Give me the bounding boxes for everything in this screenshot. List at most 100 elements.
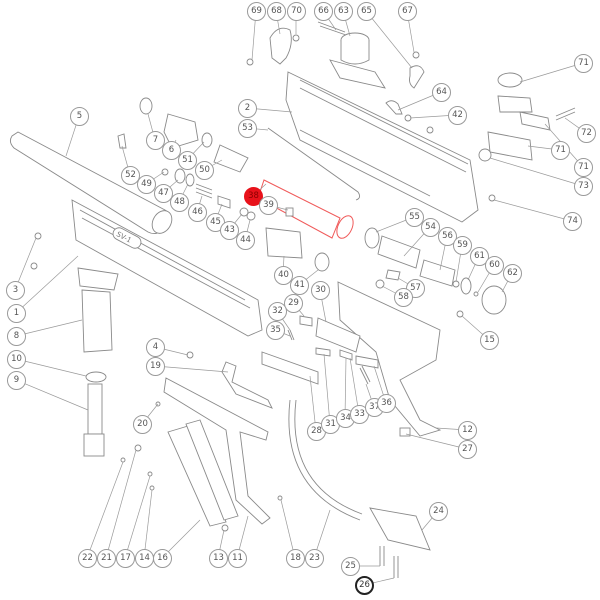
callout-42[interactable]: 42	[448, 106, 467, 125]
part-47[interactable]	[174, 168, 186, 184]
callout-23[interactable]: 23	[305, 549, 324, 568]
callout-70[interactable]: 70	[287, 2, 306, 21]
callout-1[interactable]: 1	[7, 304, 26, 323]
part-grip-panel-16[interactable]	[167, 419, 239, 527]
callout-8[interactable]: 8	[7, 327, 26, 346]
callout-11[interactable]: 11	[228, 549, 247, 568]
part-frame-11[interactable]	[163, 377, 271, 525]
part-18[interactable]	[277, 495, 283, 501]
callout-56[interactable]: 56	[438, 227, 457, 246]
part-lower-body[interactable]: SV-1	[71, 199, 263, 337]
part-grip-8[interactable]	[77, 267, 119, 353]
callout-71[interactable]: 71	[574, 54, 593, 73]
part-34[interactable]	[339, 349, 353, 361]
part-screw-26[interactable]	[393, 556, 399, 578]
callout-44[interactable]: 44	[236, 231, 255, 250]
callout-15[interactable]: 15	[480, 331, 499, 350]
callout-7[interactable]: 7	[146, 131, 165, 150]
callout-67[interactable]: 67	[398, 2, 417, 21]
part-36[interactable]	[355, 355, 379, 369]
callout-50[interactable]: 50	[195, 161, 214, 180]
callout-55[interactable]: 55	[405, 208, 424, 227]
callout-58[interactable]: 58	[394, 288, 413, 307]
part-upper-receiver[interactable]	[285, 71, 479, 223]
callout-49[interactable]: 49	[137, 175, 156, 194]
callout-6[interactable]: 6	[162, 141, 181, 160]
part-hose-23[interactable]	[288, 399, 363, 521]
part-screw-13[interactable]	[221, 524, 229, 532]
callout-39[interactable]: 39	[259, 196, 278, 215]
part-oring-55[interactable]	[364, 227, 380, 249]
part-nut-70[interactable]	[292, 34, 300, 42]
part-45[interactable]	[217, 195, 231, 209]
part-pin-72[interactable]	[555, 107, 576, 121]
callout-53[interactable]: 53	[238, 119, 257, 138]
part-40[interactable]	[265, 227, 303, 259]
callout-65[interactable]: 65	[357, 2, 376, 21]
part-44[interactable]	[246, 211, 256, 221]
part-30[interactable]	[315, 317, 361, 353]
part-trigger-frame[interactable]	[337, 281, 442, 437]
callout-71[interactable]: 71	[551, 141, 570, 160]
part-knob-73[interactable]	[478, 148, 492, 162]
callout-62[interactable]: 62	[503, 264, 522, 283]
part-bolt-54[interactable]	[377, 235, 421, 269]
part-plate-28[interactable]	[261, 351, 319, 385]
callout-25[interactable]: 25	[341, 557, 360, 576]
part-pin-67[interactable]	[412, 51, 420, 59]
callout-10[interactable]: 10	[7, 350, 26, 369]
callout-64[interactable]: 64	[432, 83, 451, 102]
part-50[interactable]	[213, 144, 249, 173]
part-sear-29[interactable]	[299, 315, 313, 327]
callout-24[interactable]: 24	[429, 502, 448, 521]
part-57[interactable]	[385, 269, 401, 281]
part-screw-21[interactable]	[134, 444, 142, 452]
callout-66[interactable]: 66	[314, 2, 333, 21]
callout-13[interactable]: 13	[209, 549, 228, 568]
callout-73[interactable]: 73	[574, 177, 593, 196]
part-lever-65[interactable]	[409, 65, 425, 89]
callout-9[interactable]: 9	[7, 371, 26, 390]
part-oring-7[interactable]	[139, 97, 153, 115]
part-screw-14[interactable]	[149, 485, 155, 491]
part-31[interactable]	[315, 347, 331, 357]
callout-35[interactable]: 35	[266, 321, 285, 340]
callout-68[interactable]: 68	[267, 2, 286, 21]
part-spring-46[interactable]	[195, 183, 213, 199]
callout-26[interactable]: 26	[355, 576, 374, 595]
part-screw-25[interactable]	[379, 546, 385, 566]
part-nut-27[interactable]	[399, 427, 411, 437]
callout-21[interactable]: 21	[97, 549, 116, 568]
part-22[interactable]	[120, 457, 126, 463]
callout-2[interactable]: 2	[238, 99, 257, 118]
callout-71[interactable]: 71	[574, 158, 593, 177]
part-48[interactable]	[185, 173, 195, 187]
part-spring-32[interactable]	[287, 329, 295, 341]
callout-29[interactable]: 29	[284, 294, 303, 313]
part-assembly-71[interactable]	[487, 72, 551, 161]
callout-5[interactable]: 5	[70, 107, 89, 126]
part-screw-42b[interactable]	[426, 126, 434, 134]
callout-47[interactable]: 47	[154, 184, 173, 203]
callout-72[interactable]: 72	[577, 124, 596, 143]
callout-69[interactable]: 69	[247, 2, 266, 21]
callout-27[interactable]: 27	[458, 440, 477, 459]
callout-14[interactable]: 14	[135, 549, 154, 568]
callout-74[interactable]: 74	[563, 212, 582, 231]
callout-46[interactable]: 46	[188, 203, 207, 222]
part-screw-17[interactable]	[147, 471, 153, 477]
callout-12[interactable]: 12	[458, 421, 477, 440]
callout-54[interactable]: 54	[421, 218, 440, 237]
callout-63[interactable]: 63	[334, 2, 353, 21]
callout-4[interactable]: 4	[146, 338, 165, 357]
callout-22[interactable]: 22	[78, 549, 97, 568]
part-screw-66[interactable]	[317, 21, 347, 36]
callout-16[interactable]: 16	[153, 549, 172, 568]
callout-60[interactable]: 60	[485, 256, 504, 275]
part-rod-53[interactable]	[267, 127, 361, 201]
part-cap-62[interactable]	[481, 285, 507, 315]
part-screw-3b[interactable]	[30, 262, 38, 270]
part-oring-10[interactable]	[85, 371, 107, 383]
part-barrel[interactable]	[9, 131, 175, 237]
part-screw-3a[interactable]	[34, 232, 42, 240]
